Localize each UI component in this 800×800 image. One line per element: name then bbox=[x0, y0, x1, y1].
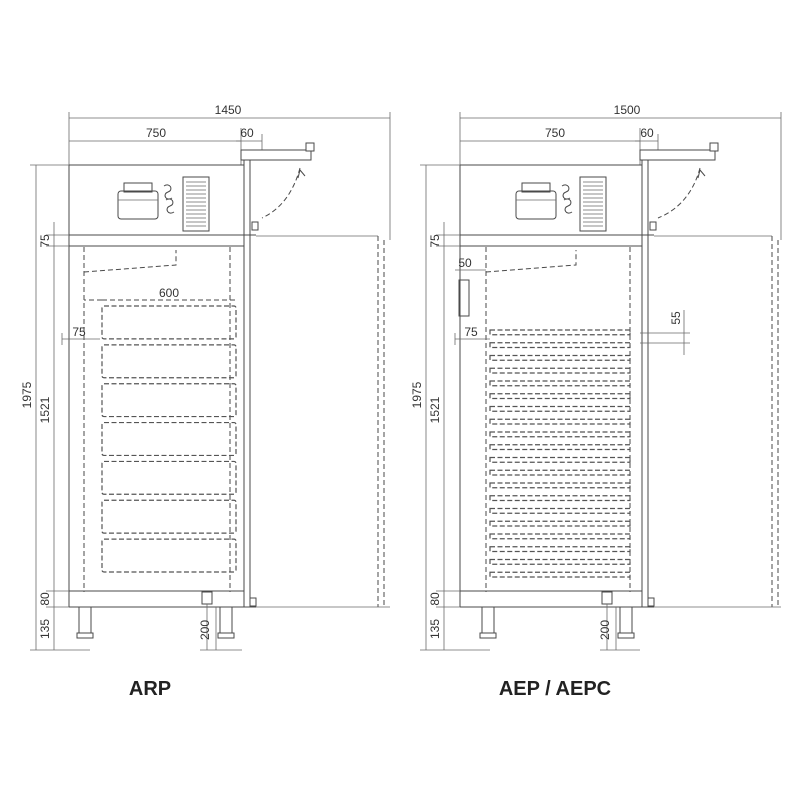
aep-rail bbox=[489, 507, 631, 514]
arp-model-label: ARP bbox=[129, 678, 171, 700]
aep-rail bbox=[489, 329, 631, 336]
arp-top-dimensions: 1450 750 60 bbox=[68, 103, 391, 240]
arp-drawing: 1450 750 60 bbox=[20, 103, 391, 700]
arp-side-dimensions: 1975 1521 75 80 135 75 600 bbox=[20, 164, 179, 651]
aep-rail bbox=[489, 354, 631, 361]
aep-dim-drain: 200 bbox=[598, 620, 612, 640]
aep-dim-height: 1975 bbox=[410, 381, 424, 408]
arp-tray bbox=[101, 305, 237, 340]
arp-feet: 200 bbox=[76, 591, 242, 651]
aep-tray-rails bbox=[489, 329, 631, 578]
arp-dim-base: 80 bbox=[38, 592, 52, 606]
aep-dim-rail-width: 60 bbox=[640, 126, 654, 140]
aep-dim-total-width: 1500 bbox=[614, 103, 641, 117]
arp-dim-rail-width: 60 bbox=[240, 126, 254, 140]
arp-dim-tray-offset: 75 bbox=[72, 325, 86, 339]
aep-rail bbox=[489, 405, 631, 412]
aep-rail bbox=[489, 558, 631, 565]
aep-dim-top-offset: 75 bbox=[428, 234, 442, 248]
arp-dim-top-offset: 75 bbox=[38, 234, 52, 248]
arp-compressor bbox=[117, 176, 210, 232]
arp-tray bbox=[101, 344, 237, 379]
aep-dim-tray-offset: 75 bbox=[464, 325, 478, 339]
aep-dim-side-offset: 50 bbox=[458, 256, 472, 270]
arp-condenser-fins bbox=[186, 181, 206, 227]
arp-inner-cavity bbox=[83, 247, 236, 592]
aep-rail bbox=[489, 456, 631, 463]
arp-door-hinge bbox=[240, 142, 315, 219]
arp-dim-drain: 200 bbox=[198, 620, 212, 640]
aep-rail bbox=[489, 495, 631, 502]
aep-rail bbox=[489, 393, 631, 400]
aep-dim-base: 80 bbox=[428, 592, 442, 606]
aep-rail bbox=[489, 431, 631, 438]
aep-feet: 200 bbox=[479, 591, 640, 651]
aep-rail bbox=[489, 520, 631, 527]
arp-dim-total-width: 1450 bbox=[215, 103, 242, 117]
arp-tray bbox=[101, 499, 237, 534]
arp-tray-stack bbox=[101, 305, 237, 573]
arp-dim-body-width: 750 bbox=[146, 126, 166, 140]
aep-top-dimensions: 1500 750 60 bbox=[459, 103, 782, 240]
aep-dim-tray-pitch: 55 bbox=[669, 311, 683, 325]
aep-drawing: 1500 750 60 bbox=[410, 103, 782, 700]
arp-dim-inner-height: 1521 bbox=[38, 396, 52, 423]
aep-dim-feet: 135 bbox=[428, 619, 442, 639]
arp-tray bbox=[101, 538, 237, 573]
arp-tray bbox=[101, 421, 237, 457]
aep-cabinet bbox=[458, 160, 781, 608]
arp-cabinet bbox=[68, 160, 390, 608]
aep-rail bbox=[489, 342, 631, 349]
aep-door-hinge bbox=[639, 142, 719, 219]
aep-dim-body-width: 750 bbox=[545, 126, 565, 140]
arp-dim-tray-width: 600 bbox=[159, 286, 179, 300]
aep-rail bbox=[489, 444, 631, 451]
arp-tray bbox=[101, 383, 237, 418]
aep-rail bbox=[489, 418, 631, 425]
aep-rail bbox=[489, 571, 631, 578]
aep-condenser-fins bbox=[583, 181, 603, 227]
aep-compressor bbox=[515, 176, 607, 232]
aep-rail bbox=[489, 469, 631, 476]
arp-dim-height: 1975 bbox=[20, 381, 34, 408]
aep-dim-inner-height: 1521 bbox=[428, 396, 442, 423]
aep-rail bbox=[489, 533, 631, 540]
aep-rail bbox=[489, 482, 631, 489]
aep-rail bbox=[489, 546, 631, 553]
aep-model-label: AEP / AEPC bbox=[499, 678, 611, 700]
aep-rail bbox=[489, 367, 631, 374]
arp-dim-feet: 135 bbox=[38, 619, 52, 639]
arp-tray bbox=[101, 460, 237, 495]
aep-rail bbox=[489, 380, 631, 387]
aep-side-dimensions: 1975 1521 75 80 135 50 75 55 bbox=[410, 164, 690, 651]
